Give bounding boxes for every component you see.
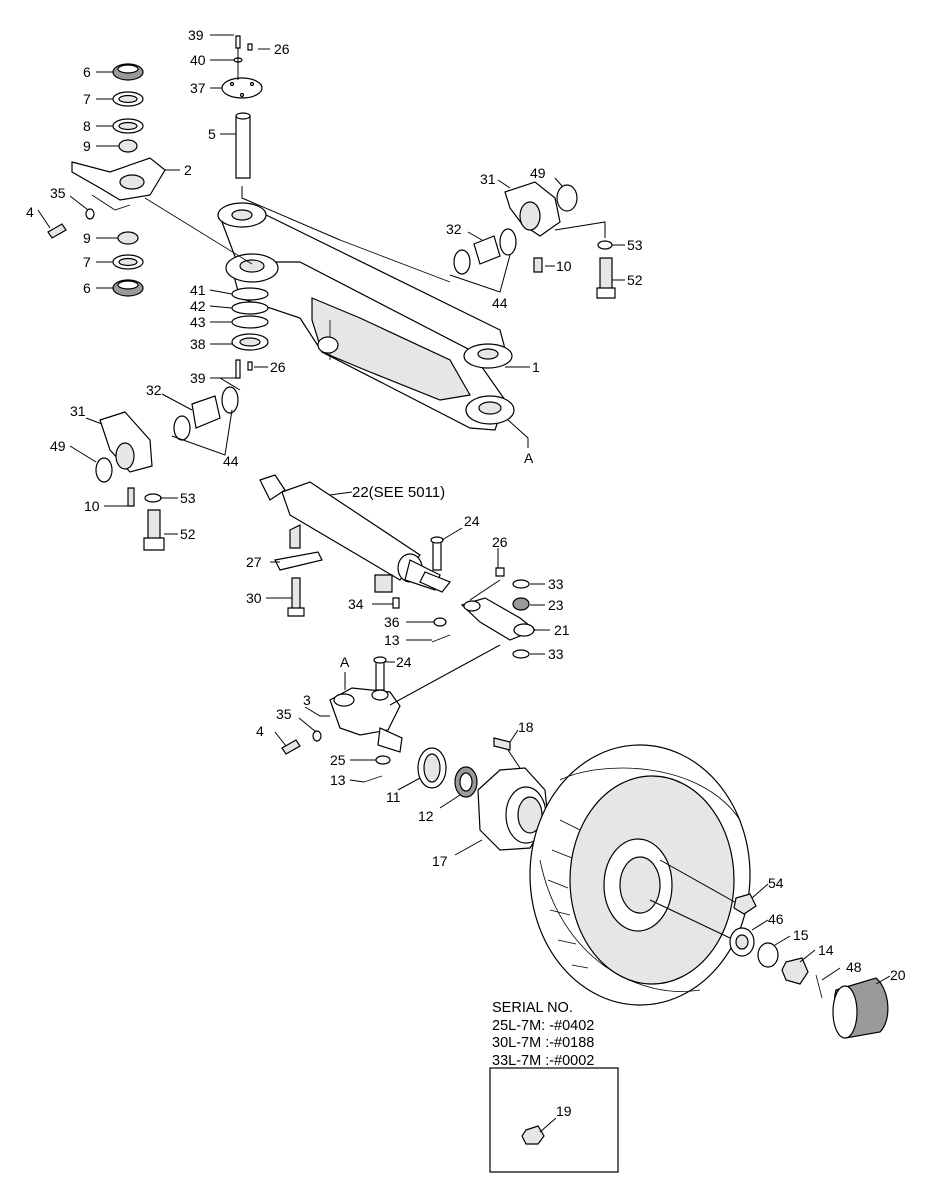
label-6-top: 6 [83, 64, 91, 80]
label-27: 27 [246, 554, 262, 570]
right-mount-assembly [449, 181, 616, 299]
label-49-right: 49 [530, 165, 546, 181]
label-46: 46 [768, 911, 784, 927]
label-40: 40 [190, 52, 206, 68]
right-knuckle-assembly [281, 644, 501, 783]
king-pin-top-assembly [221, 35, 341, 241]
label-25: 25 [330, 752, 346, 768]
label-26-lower: 26 [270, 359, 286, 375]
label-10-right: 10 [556, 258, 572, 274]
label-2: 2 [184, 162, 192, 178]
label-35-top: 35 [50, 185, 66, 201]
serial-line-25l: 25L-7M: -#0402 [492, 1017, 595, 1034]
label-A-beam: A [524, 450, 534, 466]
label-53-left: 53 [180, 490, 196, 506]
label-37: 37 [190, 80, 206, 96]
label-54: 54 [768, 875, 784, 891]
label-7-top: 7 [83, 91, 91, 107]
label-10-left: 10 [84, 498, 100, 514]
label-9-top: 9 [83, 138, 91, 154]
label-26-tierod: 26 [492, 534, 508, 550]
serial-heading: SERIAL NO. [492, 1000, 573, 1016]
label-14: 14 [818, 942, 834, 958]
wheel-hub-assembly [417, 737, 549, 851]
label-20: 20 [890, 967, 906, 983]
label-13-top: 13 [384, 632, 400, 648]
label-41: 41 [190, 282, 206, 298]
label-35-bottom: 35 [276, 706, 292, 722]
label-52-right: 52 [627, 272, 643, 288]
wheel-end-hardware [729, 893, 889, 1039]
tie-rod-link [460, 567, 537, 659]
label-52-left: 52 [180, 526, 196, 542]
label-43: 43 [190, 314, 206, 330]
serial-line-33l: 33L-7M :-#0002 [492, 1052, 595, 1069]
label-30: 30 [246, 590, 262, 606]
label-34: 34 [348, 596, 364, 612]
serial-line-30l: 30L-7M :-#0188 [492, 1035, 595, 1051]
label-4-top: 4 [26, 204, 34, 220]
steering-cylinder [259, 474, 451, 643]
label-6-bottom: 6 [83, 280, 91, 296]
label-26: 26 [274, 41, 290, 57]
label-39: 39 [188, 27, 204, 43]
label-42: 42 [190, 298, 206, 314]
label-12: 12 [418, 808, 434, 824]
label-33-top: 33 [548, 576, 564, 592]
label-9-bottom: 9 [83, 230, 91, 246]
label-32-left: 32 [146, 382, 162, 398]
label-49-left: 49 [50, 438, 66, 454]
label-31-left: 31 [70, 403, 86, 419]
wheel-tire [529, 744, 751, 1006]
label-15: 15 [793, 927, 809, 943]
label-38: 38 [190, 336, 206, 352]
part-labels: 39 26 40 37 5 6 7 8 9 2 35 4 9 7 6 41 42… [26, 27, 906, 1119]
label-23: 23 [548, 597, 564, 613]
label-13-bottom: 13 [330, 772, 346, 788]
thrust-shim-stack [231, 287, 269, 379]
label-44-left: 44 [223, 453, 239, 469]
label-22-cylinder: 22(SEE 5011) [352, 484, 445, 501]
label-24-top: 24 [464, 513, 480, 529]
left-knuckle-assembly [47, 63, 253, 297]
label-18: 18 [518, 719, 534, 735]
label-36: 36 [384, 614, 400, 630]
label-4-bottom: 4 [256, 723, 264, 739]
label-7-bottom: 7 [83, 254, 91, 270]
label-33-bottom: 33 [548, 646, 564, 662]
label-21: 21 [554, 622, 570, 638]
label-19: 19 [556, 1103, 572, 1119]
leader-lines [37, 34, 891, 985]
label-A-knuckle: A [340, 654, 350, 670]
label-31-right: 31 [480, 171, 496, 187]
label-1: 1 [532, 359, 540, 375]
label-44-right: 44 [492, 295, 508, 311]
axle-beam [217, 202, 515, 431]
label-39-lower: 39 [190, 370, 206, 386]
serial-number-note: SERIAL NO. 25L-7M: -#0402 30L-7M :-#0188… [492, 1000, 594, 1070]
label-53-right: 53 [627, 237, 643, 253]
left-mount-assembly [95, 377, 241, 551]
nut-19 [521, 1125, 545, 1145]
label-24-knuckle: 24 [396, 654, 412, 670]
label-32-right: 32 [446, 221, 462, 237]
label-5: 5 [208, 126, 216, 142]
label-48: 48 [846, 959, 862, 975]
label-17: 17 [432, 853, 448, 869]
label-8: 8 [83, 118, 91, 134]
label-3: 3 [303, 692, 311, 708]
label-11: 11 [386, 789, 401, 805]
